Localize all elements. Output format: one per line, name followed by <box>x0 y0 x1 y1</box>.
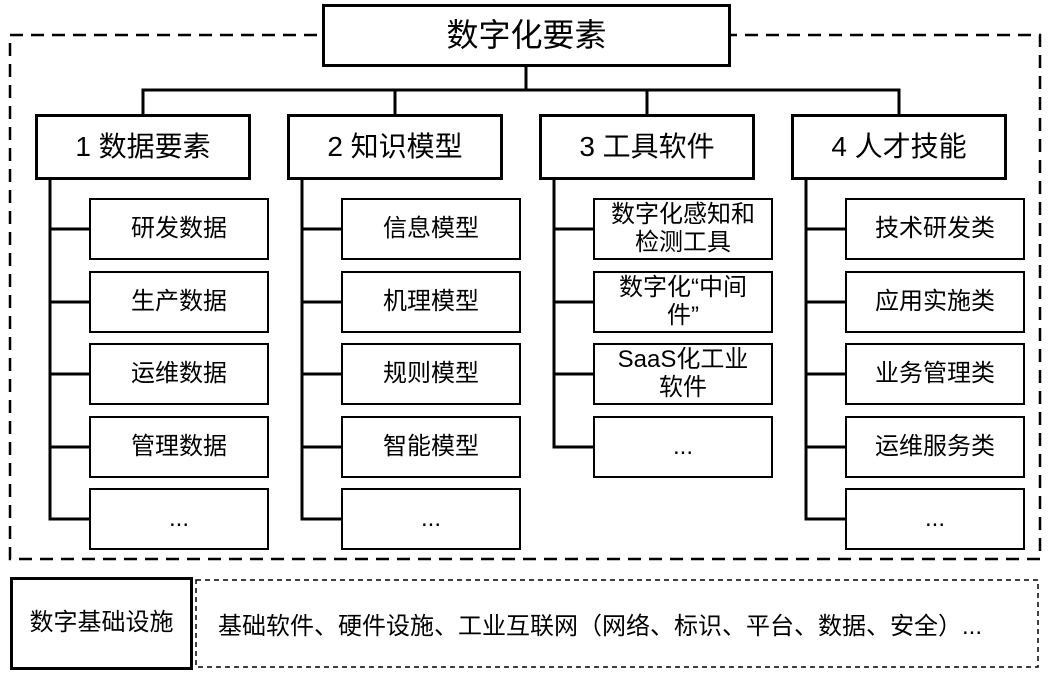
child-node-digital-middleware: 数字化“中间件” <box>593 271 773 333</box>
child-node-management-data: 管理数据 <box>89 416 269 478</box>
child-node-saas-industrial-software: SaaS化工业软件 <box>593 343 773 405</box>
child-node-production-data: 生产数据 <box>89 271 269 333</box>
child-node-information-model: 信息模型 <box>341 198 521 260</box>
child-node-tech-rd-category: 技术研发类 <box>845 198 1025 260</box>
infrastructure-description: 基础软件、硬件设施、工业互联网（网络、标识、平台、数据、安全）... <box>218 613 983 640</box>
branch-header-data-elements: 1 数据要素 <box>35 114 251 180</box>
infrastructure-dashed-frame <box>195 579 1039 668</box>
child-node-intelligent-model: 智能模型 <box>341 416 521 478</box>
child-node-software-ellipsis: ... <box>593 416 773 478</box>
child-node-application-implementation-category: 应用实施类 <box>845 271 1025 333</box>
root-node: 数字化要素 <box>322 4 731 67</box>
branch-header-talent-skills: 4 人才技能 <box>791 114 1007 180</box>
branch-header-knowledge-models: 2 知识模型 <box>287 114 503 180</box>
child-node-business-management-category: 业务管理类 <box>845 343 1025 405</box>
child-node-om-service-category: 运维服务类 <box>845 416 1025 478</box>
tree-trunk-lines <box>48 66 901 521</box>
child-node-mechanism-model: 机理模型 <box>341 271 521 333</box>
infrastructure-title-box: 数字基础设施 <box>10 577 193 670</box>
child-node-rd-data: 研发数据 <box>89 198 269 260</box>
child-node-data-ellipsis: ... <box>89 488 269 550</box>
child-node-sensing-detection-tools: 数字化感知和检测工具 <box>593 198 773 260</box>
child-node-om-data: 运维数据 <box>89 343 269 405</box>
child-node-model-ellipsis: ... <box>341 488 521 550</box>
child-node-rule-model: 规则模型 <box>341 343 521 405</box>
branch-header-tool-software: 3 工具软件 <box>539 114 755 180</box>
child-node-skill-ellipsis: ... <box>845 488 1025 550</box>
